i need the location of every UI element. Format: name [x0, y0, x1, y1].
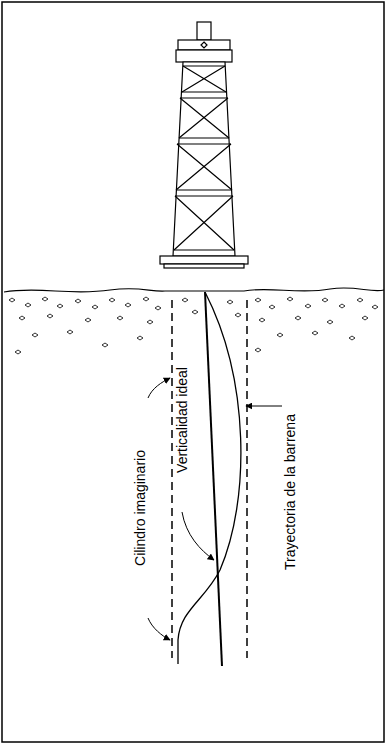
leader-arrows [148, 378, 282, 640]
bit-trajectory [178, 292, 241, 664]
rock-mark [125, 303, 131, 307]
rock-mark [147, 320, 153, 324]
rock-mark [137, 336, 143, 340]
callout-label: Cilindro imaginario [132, 448, 148, 568]
rock-mark [287, 297, 293, 301]
rock-mark [192, 310, 198, 314]
rock-mark [349, 336, 355, 340]
rock-mark [312, 331, 318, 335]
rock-mark [75, 299, 81, 303]
callout-label: Trayectoria de la barrena [282, 412, 298, 572]
rock-mark [15, 350, 21, 354]
rock-mark [372, 305, 378, 309]
rock-mark [92, 305, 98, 309]
rock-mark [327, 320, 333, 324]
rock-mark [155, 306, 161, 310]
ideal-vertical-line [205, 292, 222, 666]
rock-mark [117, 316, 123, 320]
rock-mark [109, 298, 115, 302]
rock-mark [32, 333, 38, 337]
rock-mark [57, 304, 63, 308]
rock-mark [67, 330, 73, 334]
rock-mark [277, 333, 283, 337]
rock-mark [19, 316, 25, 320]
rock-mark [295, 316, 301, 320]
rock-mark [143, 297, 149, 301]
rock-mark [227, 300, 233, 304]
rock-mark [25, 303, 31, 307]
rock-mark [259, 318, 265, 322]
rock-mark [255, 348, 261, 352]
derrick [160, 22, 248, 268]
rock-mark [339, 304, 345, 308]
callout-label: Verticalidad ideal [174, 365, 190, 475]
rock-mark [269, 305, 275, 309]
rock-mark [362, 316, 368, 320]
ground-under-rig [165, 290, 244, 291]
rock-mark [47, 314, 53, 318]
rock-mark [305, 304, 311, 308]
rock-mark [42, 297, 48, 301]
imaginary-cylinder [172, 300, 247, 658]
rock-mark [255, 298, 261, 302]
rock-mark [9, 298, 15, 302]
rock-mark [182, 298, 188, 302]
rock-mark [357, 298, 363, 302]
rock-texture [9, 297, 378, 354]
rock-mark [235, 313, 241, 317]
rock-mark [102, 343, 108, 347]
rock-mark [322, 298, 328, 302]
ground-surface [4, 288, 384, 292]
rock-mark [85, 318, 91, 322]
